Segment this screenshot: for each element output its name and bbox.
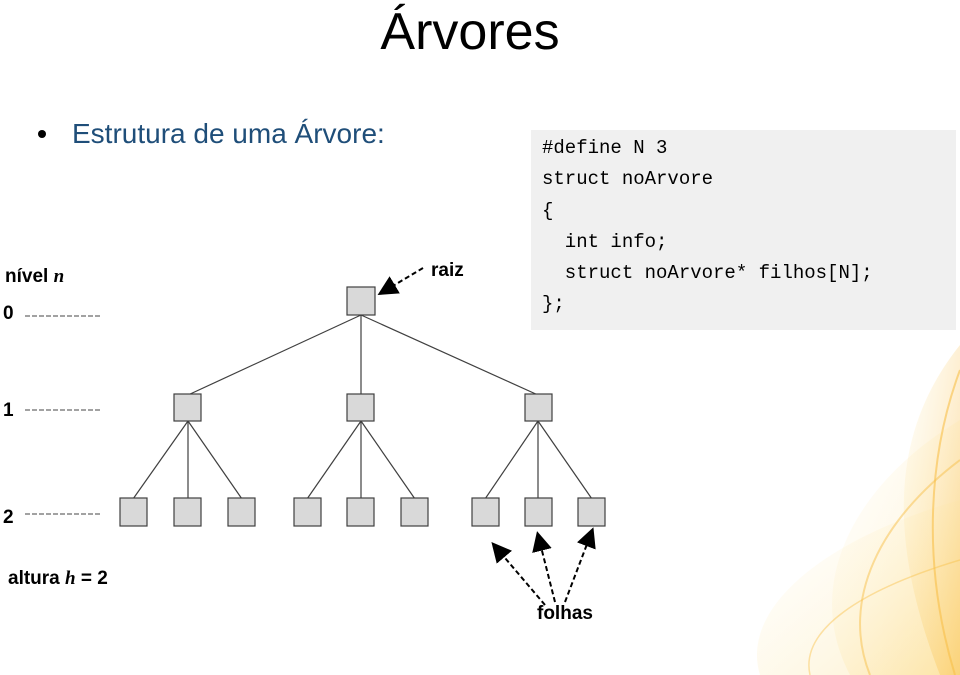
level-axis-label: nível n [5,266,64,288]
height-label-text: altura [8,568,60,589]
tree-node-leaf [119,497,148,527]
leaves-label: folhas [537,603,593,624]
code-block: #define N 3 struct noArvore { int info; … [531,130,956,330]
code-line: { [542,200,554,222]
tree-node-root [346,286,376,316]
code-line: #define N 3 [542,137,668,159]
code-line: int info; [542,231,668,253]
tree-node [173,393,202,422]
height-variable: h [65,568,76,589]
level-label-text: nível [5,266,49,287]
tree-node-leaf [173,497,202,527]
bullet-dot-icon [38,130,46,138]
code-line: struct noArvore [542,168,714,190]
tree-node-leaf [346,497,375,527]
tree-node-leaf [471,497,500,527]
leaf-arrow-icon [564,527,596,603]
tree-node-leaf [400,497,429,527]
level-1-label: 1 [3,400,14,421]
level-2-label: 2 [3,507,14,528]
tree-edges [132,314,593,500]
tree-node [346,393,375,422]
tree-node-leaf [293,497,322,527]
root-arrow-icon [377,267,424,296]
slide-title: Árvores [380,3,560,61]
tree-node-leaf [524,497,553,527]
bullet-item: Estrutura de uma Árvore: [38,118,385,150]
height-value: = 2 [80,568,108,589]
tree-node [524,393,553,422]
code-line: }; [542,293,565,315]
root-label: raiz [431,260,464,281]
bullet-text: Estrutura de uma Árvore: [72,118,385,149]
level-variable: n [53,266,65,287]
height-label: altura h = 2 [8,568,108,590]
tree-node-leaf [227,497,256,527]
leaf-arrow-icon [532,531,556,603]
leaf-arrow-icon [491,541,546,606]
code-line: struct noArvore* filhos[N]; [542,262,873,284]
level-0-label: 0 [3,303,14,324]
tree-node-leaf [577,497,606,527]
